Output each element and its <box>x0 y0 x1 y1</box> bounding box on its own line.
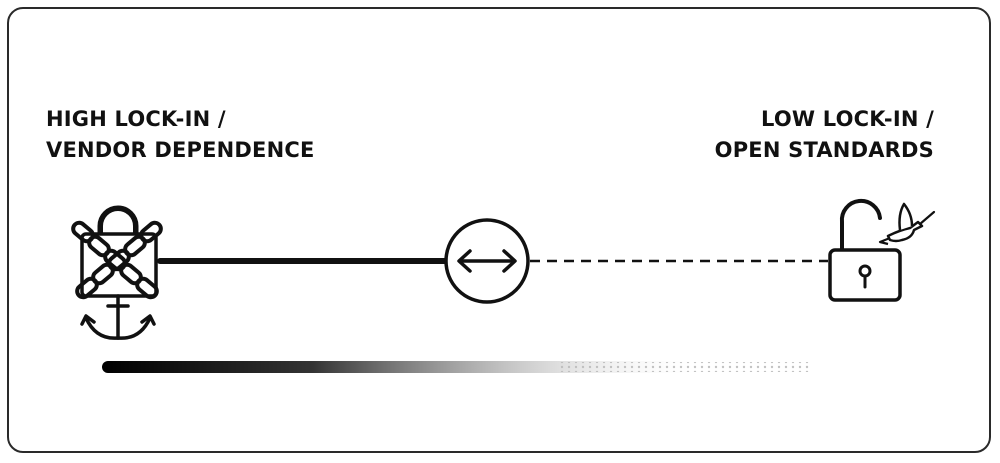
chained-padlock-with-anchor-icon <box>71 205 163 340</box>
low-lock-in-line1: LOW LOCK-IN / <box>761 107 934 131</box>
high-lock-in-line2: VENDOR DEPENDENCE <box>46 138 315 162</box>
low-lock-in-label: LOW LOCK-IN / OPEN STANDARDS <box>715 104 934 166</box>
high-lock-in-line1: HIGH LOCK-IN / <box>46 107 226 131</box>
high-lock-in-label: HIGH LOCK-IN / VENDOR DEPENDENCE <box>46 104 315 166</box>
lock-in-gradient-bar <box>102 361 810 373</box>
double-arrow-icon <box>444 218 530 304</box>
low-lock-in-line2: OPEN STANDARDS <box>714 138 934 162</box>
open-padlock-with-dove-icon <box>828 198 936 302</box>
